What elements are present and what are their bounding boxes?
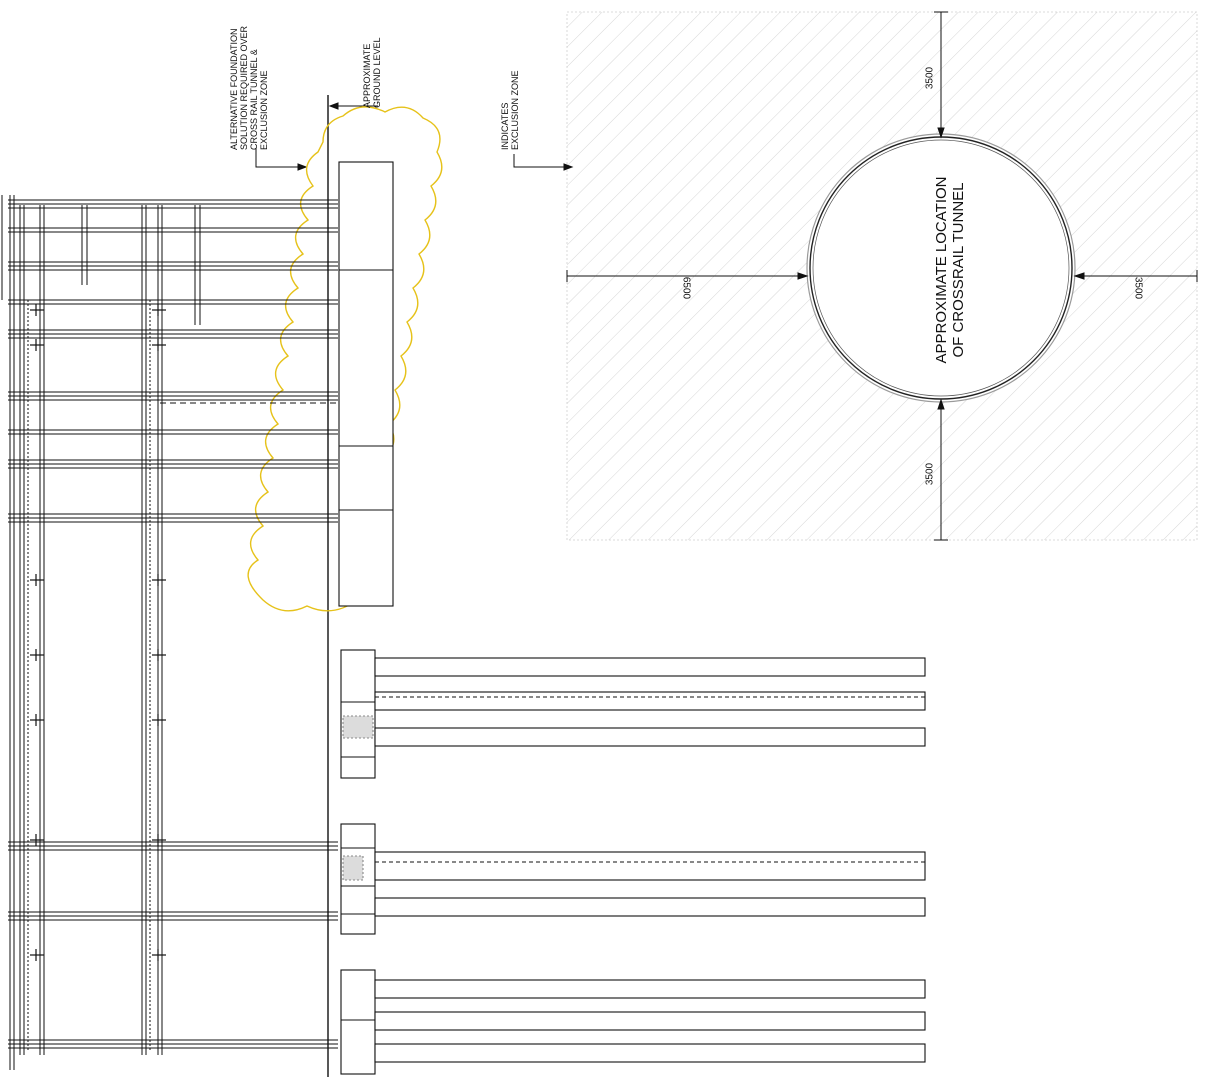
structural-frame: [1, 195, 201, 1070]
pile-group-2: [340, 823, 926, 935]
tunnel-label: APPROXIMATE LOCATION OF CROSSRAIL TUNNEL: [933, 176, 967, 364]
pile-group-3: [340, 969, 926, 1075]
dimension-right: 3500: [1132, 276, 1144, 300]
dimension-left: 6500: [680, 276, 692, 300]
exclusion-zone-note: INDICATES EXCLUSION ZONE: [500, 70, 520, 150]
dimension-lines: [566, 11, 1198, 541]
ground-level-note: APPROXIMATE GROUND LEVEL: [362, 37, 382, 108]
connection-ticks: [30, 304, 166, 961]
floor-beams: [8, 199, 338, 1049]
dimension-top: 3500: [924, 66, 936, 90]
ground-beam: [338, 161, 394, 607]
dimension-bottom: 3500: [924, 462, 936, 486]
leader-lines: [255, 102, 574, 171]
alternative-foundation-note: ALTERNATIVE FOUNDATION SOLUTION REQUIRED…: [229, 25, 269, 150]
pile-group-1: [340, 649, 926, 779]
